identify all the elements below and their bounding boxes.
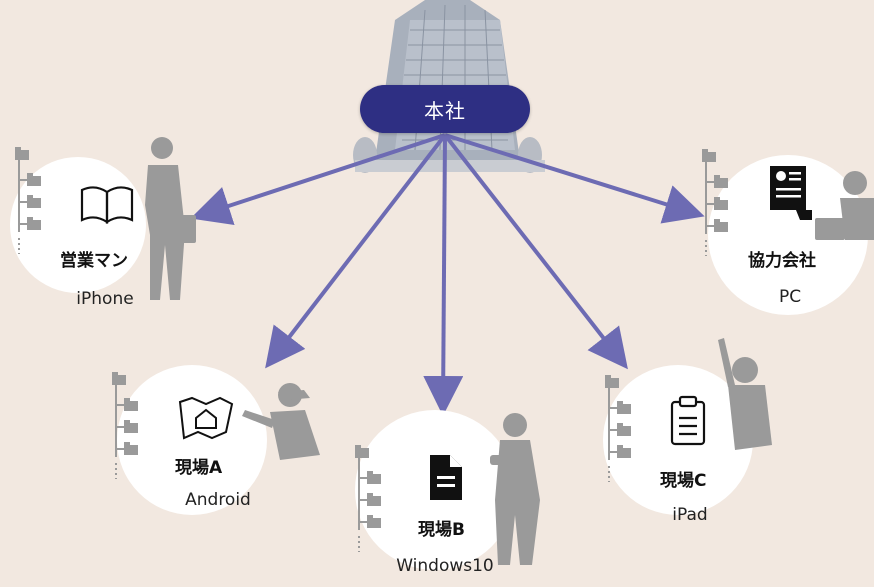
node-device-site-b: Windows10 [396,556,494,576]
node-device-site-a: Android [185,490,251,510]
node-title-site-c: 現場C [660,471,707,491]
node-device-sales: iPhone [76,289,134,309]
arrow-to-sales [190,133,446,226]
document-icon [430,455,462,500]
node-circle-sales [10,157,146,293]
node-title-partner: 協力会社 [748,251,816,271]
node-circle-site-c [603,365,753,515]
node-title-site-b: 現場B [418,520,465,540]
node-circle-partner [708,155,868,315]
node-title-site-a: 現場A [175,458,223,478]
node-title-sales: 営業マン [60,251,128,271]
node-device-site-c: iPad [672,505,708,525]
clipboard-icon [670,395,706,446]
arrow-to-partner [444,133,705,224]
headquarters-label[interactable]: 本社 [360,85,530,133]
folder-tree-icon [15,147,728,552]
book-icon [80,186,134,225]
arrow-to-site-a [265,133,447,369]
blueprint-icon [178,396,234,440]
arrow-to-site-c [443,133,628,370]
person-silhouette [145,137,874,565]
arrow-to-site-b [423,134,464,416]
report-icon [770,166,812,220]
connection-arrows [190,133,705,416]
node-device-partner: PC [778,287,802,307]
